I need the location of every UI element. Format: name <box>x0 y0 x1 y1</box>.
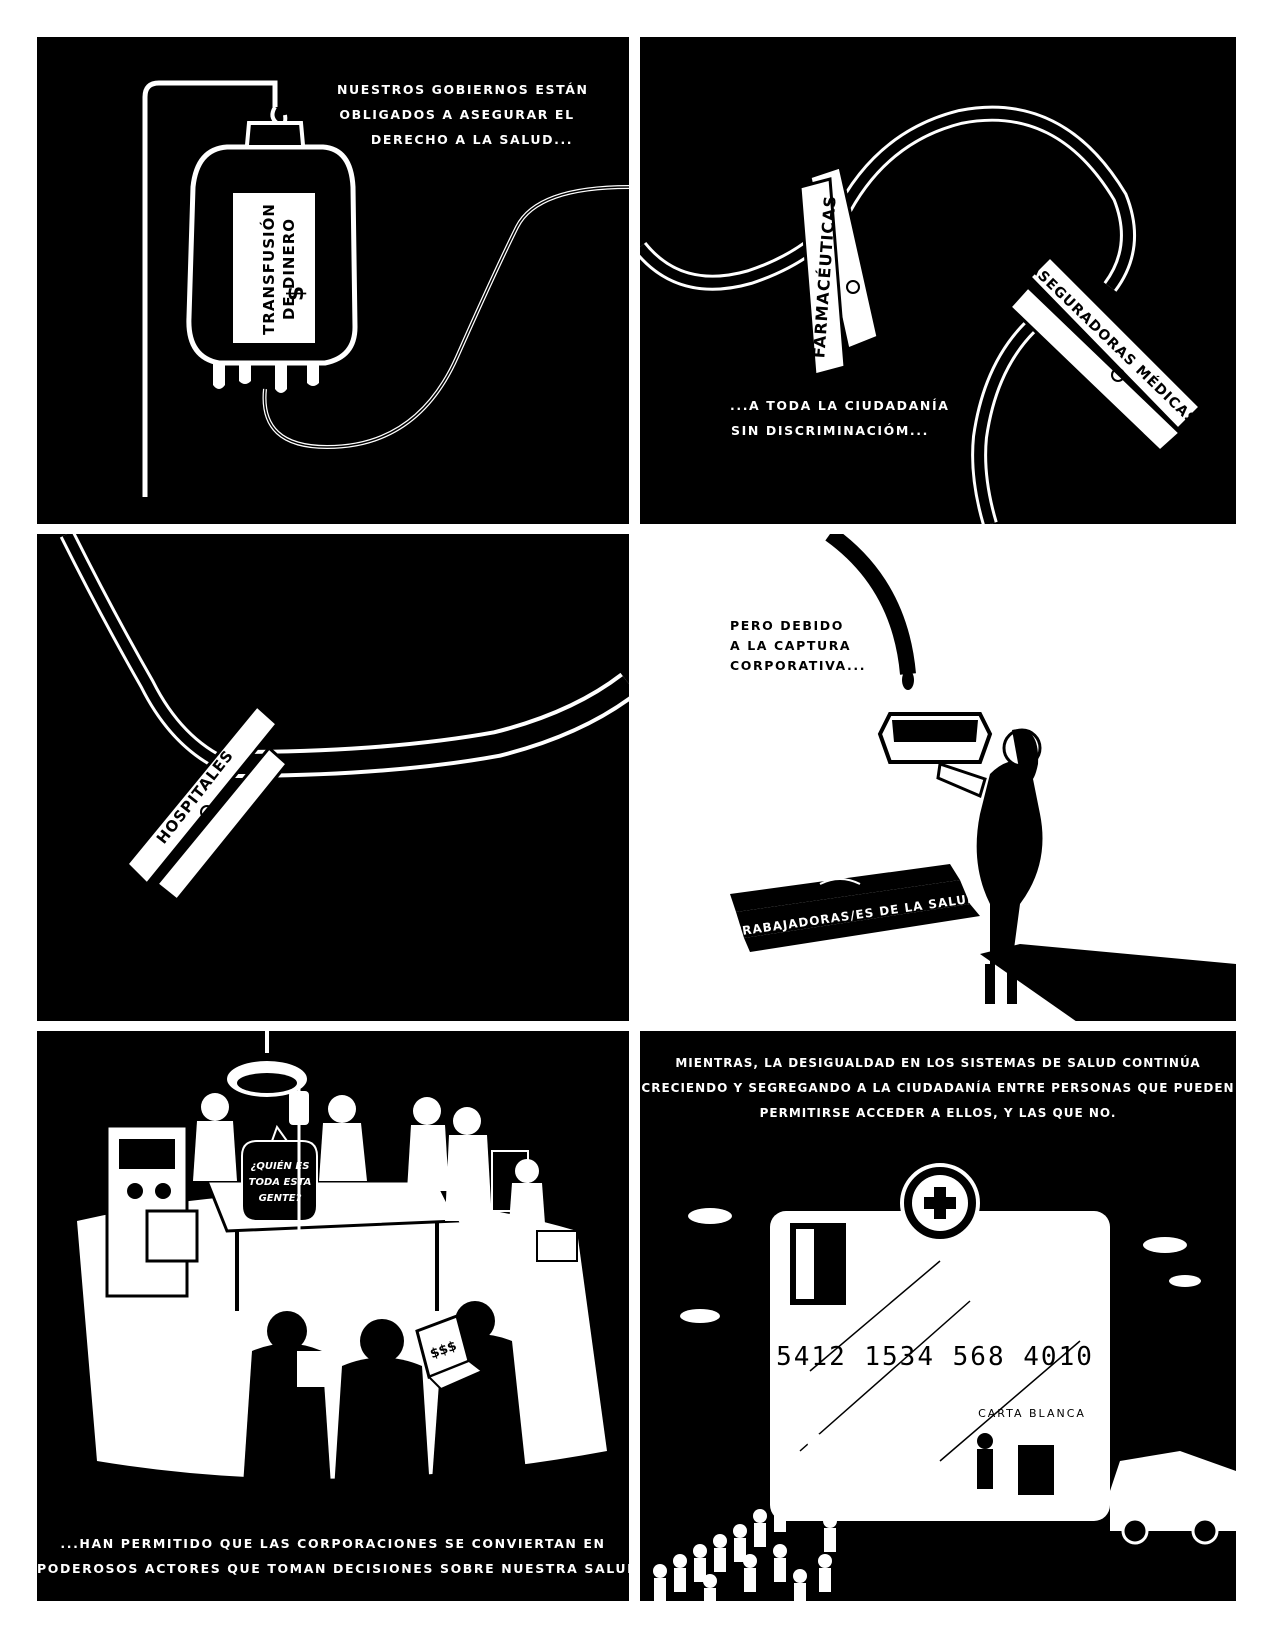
clothespin-insurers <box>1007 254 1203 454</box>
caption-line: Mientras, la desigualdad en los sistemas… <box>675 1056 1201 1070</box>
panel-5: ¿QUIÉN ES TODA ESTA GENTE? $$$ ...han <box>37 1031 629 1601</box>
clothespin-pharma <box>798 165 880 377</box>
panel-1: TRANSFUSIÓN DE DINERO $ Nuestros gobiern… <box>37 37 629 524</box>
panel-6: 5412 1534 568 4010 CARTA BLANCA <box>640 1031 1236 1601</box>
bag-label-line-2: DE DINERO <box>280 218 298 320</box>
caption-line: corporativa... <box>730 658 867 673</box>
speech-line-3: GENTE? <box>259 1193 302 1204</box>
clothespin-health-workers <box>730 864 980 952</box>
caption-line: sin discriminaciÓm... <box>731 423 929 438</box>
operating-room-illustration: ¿QUIÉN ES TODA ESTA GENTE? $$$ <box>77 1031 607 1521</box>
hospital-clothespin-illustration: HOSPITALES <box>59 534 629 903</box>
caption-line: poderosos actores que toman decisiones s… <box>37 1561 629 1576</box>
bag-label-line-1: TRANSFUSIÓN <box>259 203 278 335</box>
caption-line: obligados a asegurar el <box>339 107 575 122</box>
health-worker-illustration: TRABAJADORAS/ES DE LA SALUD <box>730 534 1236 1021</box>
dollar-icon: $ <box>284 285 309 301</box>
caption-line: permitirse acceder a ellos, y las que no… <box>759 1106 1117 1120</box>
caption-line: Nuestros gobiernos están <box>337 82 589 97</box>
crowd <box>653 1393 837 1601</box>
clothespins-illustration: FARMACÉUTICAS ASEGURADORAS MÉDICAS <box>640 105 1203 524</box>
credit-card-gate-illustration: 5412 1534 568 4010 CARTA BLANCA <box>653 1163 1236 1601</box>
caption-line: derecho a la salud... <box>370 132 574 147</box>
panel-1-caption: Nuestros gobiernos están obligados a ase… <box>337 77 589 152</box>
bag-label-background <box>233 193 315 343</box>
speech-line-2: TODA ESTA <box>249 1177 312 1188</box>
caption-line: a la captura <box>730 638 852 653</box>
iv-bag-illustration: TRANSFUSIÓN DE DINERO $ <box>142 80 629 497</box>
clothespin-hospitals <box>124 703 290 903</box>
panel-5-caption: ...han permitido que las corporaciones s… <box>37 1531 629 1581</box>
speech-line-1: ¿QUIÉN ES <box>251 1159 310 1172</box>
card-number: 5412 1534 568 4010 <box>776 1342 1094 1372</box>
card-name: CARTA BLANCA <box>978 1407 1086 1420</box>
caption-line: ...a toda la ciudadanía <box>730 398 950 413</box>
panel-2-caption: ...a toda la ciudadanía sin discriminaci… <box>730 393 950 443</box>
caption-line: ...han permitido que las corporaciones s… <box>60 1536 606 1551</box>
panel-4-caption: Pero debido a la captura corporativa... <box>730 616 870 676</box>
panel-2: FARMACÉUTICAS ASEGURADORAS MÉDICAS ...a … <box>640 37 1236 524</box>
caption-line: Pero debido <box>730 618 844 633</box>
panel-4: TRABAJADORAS/ES DE LA SALUD Pero debido … <box>640 534 1236 1021</box>
panel-6-caption: Mientras, la desigualdad en los sistemas… <box>640 1051 1236 1126</box>
panel-3: HOSPITALES <box>37 534 629 1021</box>
caption-line: creciendo y segregando a la ciudadanía e… <box>641 1081 1235 1095</box>
